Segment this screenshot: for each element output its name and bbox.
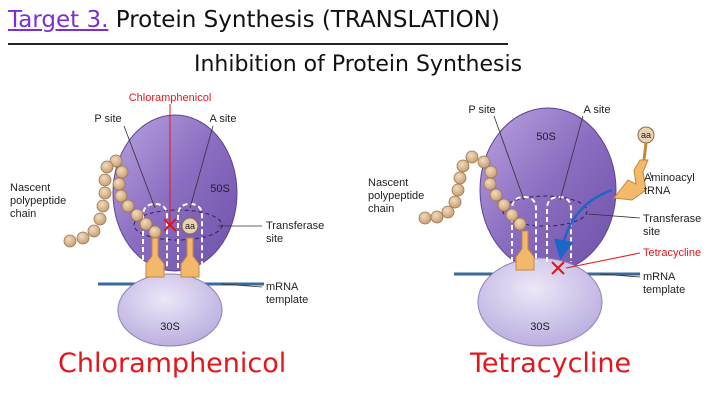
left-nascent-label-3: chain (10, 208, 36, 220)
left-a-site-leader (189, 125, 214, 209)
right-p-site-trna (515, 230, 535, 271)
left-polypeptide-chain (63, 154, 162, 248)
right-nascent-label-2: polypeptide (368, 190, 424, 202)
right-tetracycline-label: Tetracycline (643, 247, 701, 259)
left-aa-label: aa (185, 221, 195, 231)
left-transferase-label-1: Transferase (266, 220, 324, 232)
right-nascent-label-3: chain (368, 203, 394, 215)
left-a-site-label: A site (210, 113, 237, 125)
right-aa-label: aa (641, 130, 651, 140)
left-mrna-label-1: mRNA (266, 281, 299, 293)
left-p-site-trna (145, 237, 165, 278)
right-aminoacyl-trna (613, 126, 655, 201)
right-mrna-leader (599, 273, 641, 278)
left-nascent-label-2: polypeptide (10, 195, 66, 207)
right-a-site-label: A site (584, 104, 611, 116)
right-tetracycline-leader (565, 252, 641, 269)
tetracycline-caption: Tetracycline (470, 348, 632, 379)
right-transferase-label-2: site (643, 226, 660, 238)
right-transferase-leader (587, 213, 641, 219)
left-mrna-leader (221, 283, 263, 288)
right-p-site-leader (493, 115, 525, 201)
left-amino-acid (181, 217, 199, 235)
left-mrna-label-2: template (266, 294, 308, 306)
left-chloramphenicol-label: Chloramphenicol (129, 92, 212, 104)
right-aminoacyl-label-1: Aminoacyl (644, 172, 695, 184)
title-topic: Protein Synthesis (TRANSLATION) (115, 7, 500, 33)
left-nascent-label-1: Nascent (10, 182, 50, 194)
right-aminoacyl-leader (649, 171, 653, 179)
left-p-site-outline (142, 202, 168, 268)
right-p-site-outline (511, 195, 537, 262)
left-30s-label: 30S (160, 321, 180, 333)
left-p-site-leader (123, 125, 156, 209)
left-30s-subunit (117, 273, 223, 347)
slide-title: Target 3. Protein Synthesis (TRANSLATION… (8, 7, 508, 45)
left-transferase-label-2: site (266, 233, 283, 245)
left-inhibition-mark (163, 218, 177, 232)
right-inhibition-mark (551, 261, 565, 275)
right-p-site-label: P site (468, 104, 495, 116)
right-transferase-label-1: Transferase (643, 213, 701, 225)
right-mrna-label-2: template (643, 284, 685, 296)
left-p-site-label: P site (94, 113, 121, 125)
right-a-site-leader (559, 115, 584, 201)
right-50s-label: 50S (536, 131, 556, 143)
right-mrna-label-1: mRNA (643, 271, 676, 283)
right-blocked-entry-arrow (553, 188, 613, 260)
right-30s-label: 30S (530, 321, 550, 333)
right-polypeptide-chain (418, 150, 527, 231)
right-nascent-label-1: Nascent (368, 177, 408, 189)
left-a-site-trna (180, 237, 200, 278)
right-a-site-outline (546, 195, 572, 262)
right-30s-subunit (477, 257, 603, 347)
right-ribosome: aa P site A site 50S 30S Nascent polypep… (368, 104, 701, 347)
right-aminoacyl-label-2: tRNA (644, 185, 671, 197)
title-target-link[interactable]: Target 3. (8, 7, 109, 33)
slide-subtitle: Inhibition of Protein Synthesis (193, 52, 523, 77)
chloramphenicol-caption: Chloramphenicol (58, 348, 287, 379)
left-a-site-outline (177, 202, 203, 268)
left-50s-label: 50S (210, 183, 230, 195)
left-ribosome: aa C (10, 92, 324, 347)
